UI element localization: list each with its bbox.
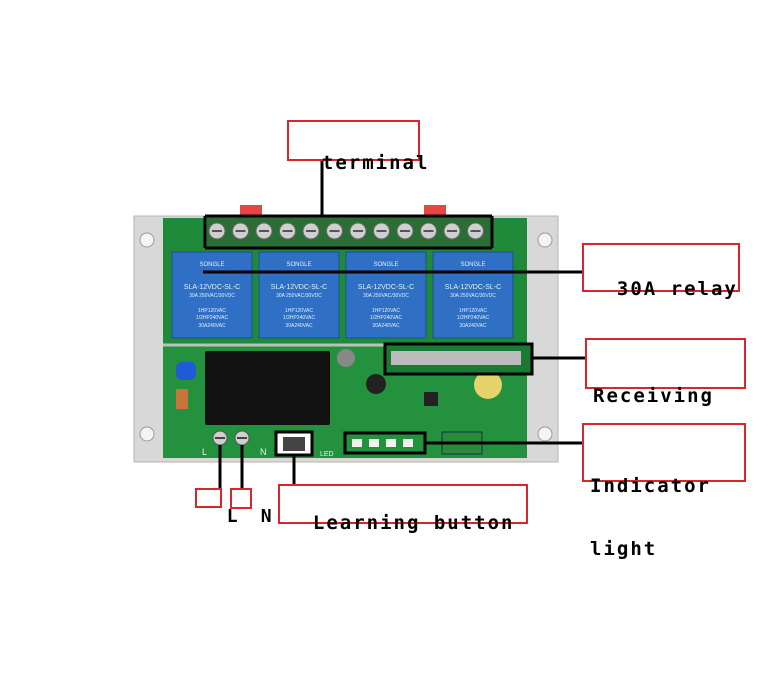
label-terminal: terminal xyxy=(287,120,427,174)
relay-print-text: 30A 250VAC/30VDC xyxy=(450,293,496,299)
mount-hole-bl xyxy=(139,426,155,442)
indicator-led-4 xyxy=(403,439,413,447)
relay-print-text: 30A240VAC xyxy=(198,323,226,329)
power-transformer xyxy=(205,351,330,425)
label-l: L xyxy=(195,488,238,526)
relay-print-text: SLA-12VDC-SL-C xyxy=(445,284,501,291)
relay-print-text: 1HP120VAC xyxy=(372,308,400,314)
label-indicator-line1: Indicator xyxy=(590,475,711,497)
relay-print-text: 1/2HP240VAC xyxy=(196,315,229,321)
pcb-label-l: L xyxy=(202,447,207,457)
relay-1: SONGLE SLA-12VDC-SL-C 30A 250VAC/30VDC 1HP1… xyxy=(171,251,253,339)
relay-print-text: SONGLE xyxy=(460,262,485,268)
relay-print-text: 30A240VAC xyxy=(285,323,313,329)
label-relay-text: 30A relay xyxy=(616,278,738,300)
relay-4: SONGLE SLA-12VDC-SL-C 30A 250VAC/30VDC 1HP1… xyxy=(432,251,514,339)
power-terminal-l xyxy=(212,430,228,446)
label-relay: 30A relay xyxy=(582,243,740,300)
relays: SONGLE SLA-12VDC-SL-C 30A 250VAC/30VDC 1HP1… xyxy=(171,251,514,339)
relay-print-text: 30A 250VAC/30VDC xyxy=(189,293,235,299)
relay-body xyxy=(258,251,340,339)
relay-print-text: SONGLE xyxy=(373,262,398,268)
relay-print-text: 1HP120VAC xyxy=(285,308,313,314)
relay-body xyxy=(171,251,253,339)
mount-hole-tl xyxy=(139,232,155,248)
relay-body xyxy=(345,251,427,339)
relay-print-text: SONGLE xyxy=(199,262,224,268)
relay-print-text: SONGLE xyxy=(286,262,311,268)
relay-print-text: SLA-12VDC-SL-C xyxy=(358,284,414,291)
relay-print-text: 1/2HP240VAC xyxy=(370,315,403,321)
mount-hole-br xyxy=(537,426,553,442)
buzzer xyxy=(474,371,502,399)
indicator-led-1 xyxy=(352,439,362,447)
label-learning-text: Learning button xyxy=(312,512,515,534)
label-indicator-light: Indicator light xyxy=(582,423,746,560)
label-n: N xyxy=(230,488,272,526)
power-terminal-n xyxy=(234,430,250,446)
indicator-led-3 xyxy=(386,439,396,447)
pcb-label-led: LED xyxy=(320,451,334,458)
relay-print-text: 1/2HP240VAC xyxy=(457,315,490,321)
relay-print-text: 1HP120VAC xyxy=(198,308,226,314)
relay-print-text: 30A240VAC xyxy=(459,323,487,329)
relay-3: SONGLE SLA-12VDC-SL-C 30A 250VAC/30VDC 1HP1… xyxy=(345,251,427,339)
electrolytic-cap-1 xyxy=(337,349,355,367)
relay-print-text: 1HP120VAC xyxy=(459,308,487,314)
relay-print-text: 30A 250VAC/30VDC xyxy=(276,293,322,299)
ic-chip xyxy=(424,392,438,406)
label-terminal-text: terminal xyxy=(321,152,430,174)
relay-2: SONGLE SLA-12VDC-SL-C 30A 250VAC/30VDC 1HP1… xyxy=(258,251,340,339)
label-learning-button: Learning button xyxy=(278,484,528,534)
capacitor-blue xyxy=(176,362,196,380)
label-receiving-module: Receiving module xyxy=(585,338,746,470)
label-indicator-line2: light xyxy=(590,538,658,560)
leader-lines xyxy=(203,161,586,490)
relay-body xyxy=(432,251,514,339)
relay-print-text: 30A 250VAC/30VDC xyxy=(363,293,409,299)
pcb-label-n: N xyxy=(260,447,267,457)
terminal-block xyxy=(207,216,492,249)
label-receiving-line1: Receiving xyxy=(593,385,714,407)
learning-button[interactable] xyxy=(274,430,314,457)
electrolytic-cap-2 xyxy=(366,374,386,394)
receiving-module xyxy=(383,342,534,376)
label-n-text: N xyxy=(260,506,274,527)
relay-print-text: 1/2HP240VAC xyxy=(283,315,316,321)
mount-hole-tr xyxy=(537,232,553,248)
indicator-led-2 xyxy=(369,439,379,447)
relay-print-text: 30A240VAC xyxy=(372,323,400,329)
resistor xyxy=(176,389,188,409)
relay-print-text: SLA-12VDC-SL-C xyxy=(184,284,240,291)
relay-print-text: SLA-12VDC-SL-C xyxy=(271,284,327,291)
label-l-text: L xyxy=(226,506,240,527)
